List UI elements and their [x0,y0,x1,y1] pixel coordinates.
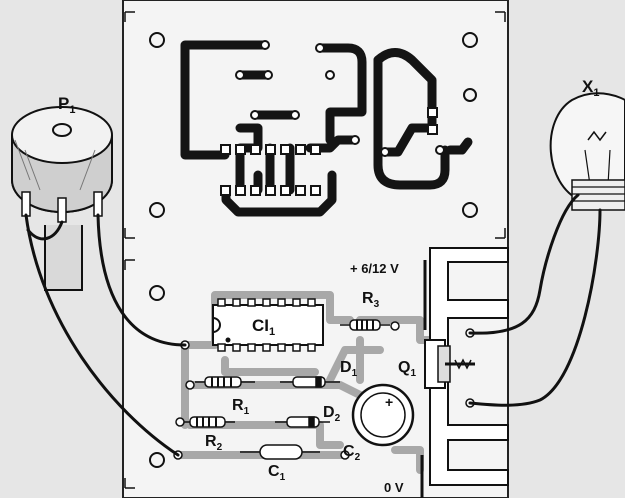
mounting-hole [462,202,478,218]
capacitor-c2 [351,383,415,447]
label-cap-plus: + [385,394,393,410]
resistor-r3 [340,319,390,331]
mounting-hole [149,32,165,48]
label-ci1: CI1 [252,316,275,338]
mounting-hole [149,202,165,218]
component-labels: P1 X1 CI1 R3 R1 R2 D1 D2 Q1 C1 C2 + 6/12… [58,77,599,495]
mounting-holes [149,32,478,468]
wire-pot-wiper [26,220,64,241]
label-c1: C1 [268,463,286,483]
mounting-hole [462,32,478,48]
corner-marks [124,11,506,489]
wire-lamp-1 [468,193,580,335]
pot-shaft [44,225,83,291]
capacitor-c1 [240,444,320,460]
diode-d2 [275,416,330,428]
wire-pot-right [96,213,187,347]
label-r2: R2 [205,433,223,453]
resistor-r2 [180,416,235,428]
supply-wires [420,260,427,498]
external-wires [24,193,602,457]
ic-ci1 [212,298,324,352]
label-d2: D2 [323,404,341,424]
diodes [275,376,340,428]
resistors [180,319,390,428]
ic-notch [212,317,221,333]
label-x1: X1 [582,77,599,99]
label-r3: R3 [362,290,380,310]
label-q1: Q1 [398,359,416,379]
resistor-r1 [195,376,255,388]
label-supply-positive: + 6/12 V [350,261,399,276]
label-d1: D1 [340,359,358,379]
label-r1: R1 [232,397,250,417]
wire-pot-left [24,213,180,457]
ic-pin1-dot [225,337,231,343]
label-p1: P1 [58,94,75,116]
label-supply-ground: 0 V [384,480,404,495]
mounting-hole [149,285,165,301]
mounting-hole [149,452,165,468]
wire-lamp-2 [468,208,602,407]
label-c2: C2 [343,443,361,463]
ic-body [212,304,324,346]
copper-pads [220,40,445,196]
transistor-q1 [424,339,475,389]
diode-d1 [280,376,340,388]
potentiometer-p1 [11,106,113,291]
copper-tracks [180,40,473,217]
lamp-x1 [549,92,625,211]
mounting-hole [463,88,477,102]
